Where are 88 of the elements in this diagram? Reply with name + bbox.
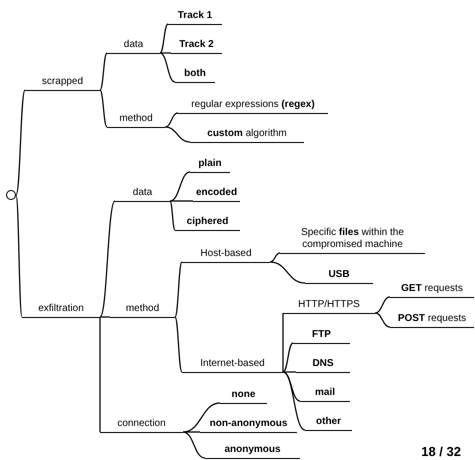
branch-underline bbox=[182, 358, 283, 373]
branch-text: DNS bbox=[312, 358, 334, 370]
branch-underline bbox=[190, 158, 230, 173]
branch-line bbox=[100, 200, 116, 318]
branch-underline bbox=[390, 313, 474, 328]
branch-text: none bbox=[232, 389, 256, 401]
branch-text: plain bbox=[198, 158, 222, 170]
branch-text: method bbox=[126, 303, 160, 315]
branch-line bbox=[164, 126, 190, 143]
branch-underline bbox=[190, 128, 304, 143]
branch-line bbox=[374, 296, 390, 314]
branch-underline bbox=[171, 39, 222, 54]
branch-underline bbox=[25, 76, 100, 91]
branch-underline bbox=[168, 10, 222, 25]
branch-line bbox=[283, 371, 296, 373]
branch-line bbox=[282, 371, 306, 431]
branch-text: regular expressions (regex) bbox=[191, 99, 315, 111]
branch-underline bbox=[283, 299, 375, 314]
branch-underline bbox=[390, 283, 474, 298]
branch-underline bbox=[110, 303, 175, 318]
branch-text: data bbox=[124, 39, 144, 51]
branch-text: HTTP/HTTPS bbox=[298, 299, 360, 311]
branch-line bbox=[182, 402, 220, 433]
branch-text: Track 2 bbox=[179, 39, 214, 51]
branch-underline bbox=[182, 248, 270, 263]
branch-line bbox=[170, 171, 190, 202]
branch-line bbox=[164, 112, 178, 128]
branch-line bbox=[170, 200, 193, 202]
branch-text: POST requests bbox=[398, 313, 466, 325]
branch-line bbox=[270, 261, 306, 284]
branch-line bbox=[160, 52, 176, 83]
branch-line bbox=[170, 200, 176, 230]
branch-underline bbox=[293, 329, 350, 344]
branch-line bbox=[374, 312, 390, 328]
branch-line bbox=[174, 262, 182, 318]
branch-text: USB bbox=[328, 269, 350, 281]
branch-text: Track 1 bbox=[178, 10, 212, 22]
branch-text: GET requests bbox=[401, 283, 463, 295]
branch-underline bbox=[22, 303, 100, 318]
branch-text: Specific files within the compromised machine bbox=[300, 227, 405, 251]
branch-text: scrapped bbox=[42, 76, 84, 88]
branch-underline bbox=[107, 113, 165, 128]
branch-underline bbox=[200, 418, 297, 433]
branch-underline bbox=[305, 269, 373, 284]
branch-line bbox=[182, 431, 206, 459]
branch-line bbox=[160, 24, 168, 54]
page-number: 18 / 32 bbox=[421, 445, 461, 459]
branch-underline bbox=[175, 216, 240, 231]
branch-line bbox=[100, 52, 108, 90]
branch-line bbox=[99, 317, 101, 432]
branch-underline bbox=[175, 68, 215, 83]
branch-line bbox=[174, 316, 182, 372]
branch-text: anonymous bbox=[224, 444, 281, 456]
branch-text: exfiltration bbox=[38, 303, 84, 315]
branch-text: both bbox=[184, 68, 206, 80]
branch-underline bbox=[178, 99, 328, 114]
branch-underline bbox=[107, 39, 160, 54]
branch-line bbox=[160, 52, 171, 54]
branch-text: encoded bbox=[196, 187, 238, 199]
branch-text: ciphered bbox=[186, 216, 228, 228]
branch-text: Internet-based bbox=[200, 358, 265, 370]
branch-line bbox=[100, 316, 110, 318]
branch-underline bbox=[305, 416, 352, 431]
branch-text: method bbox=[119, 113, 153, 125]
branch-underline bbox=[220, 389, 267, 404]
branch-text: FTP bbox=[312, 329, 331, 341]
branch-text: non-anonymous bbox=[210, 418, 288, 430]
branch-text: data bbox=[132, 187, 152, 199]
branch-line bbox=[15, 194, 23, 318]
branch-line bbox=[100, 90, 108, 128]
branch-text: connection bbox=[117, 418, 166, 430]
branch-line bbox=[282, 371, 300, 402]
branch-underline bbox=[115, 187, 170, 202]
branch-text: mail bbox=[314, 387, 335, 399]
branch-line bbox=[183, 431, 200, 433]
branch-text: other bbox=[316, 416, 341, 428]
branch-underline bbox=[193, 187, 240, 202]
branch-underline bbox=[205, 444, 300, 459]
branch-line bbox=[270, 252, 280, 263]
branch-underline bbox=[100, 418, 183, 433]
branch-line bbox=[282, 313, 284, 372]
branch-underline bbox=[280, 227, 425, 254]
branch-line bbox=[282, 342, 294, 373]
branch-underline bbox=[300, 387, 350, 402]
branch-text: custom algorithm bbox=[207, 128, 287, 140]
branch-text: Host-based bbox=[200, 248, 252, 260]
branch-underline bbox=[296, 358, 350, 373]
branch-line bbox=[15, 90, 26, 196]
